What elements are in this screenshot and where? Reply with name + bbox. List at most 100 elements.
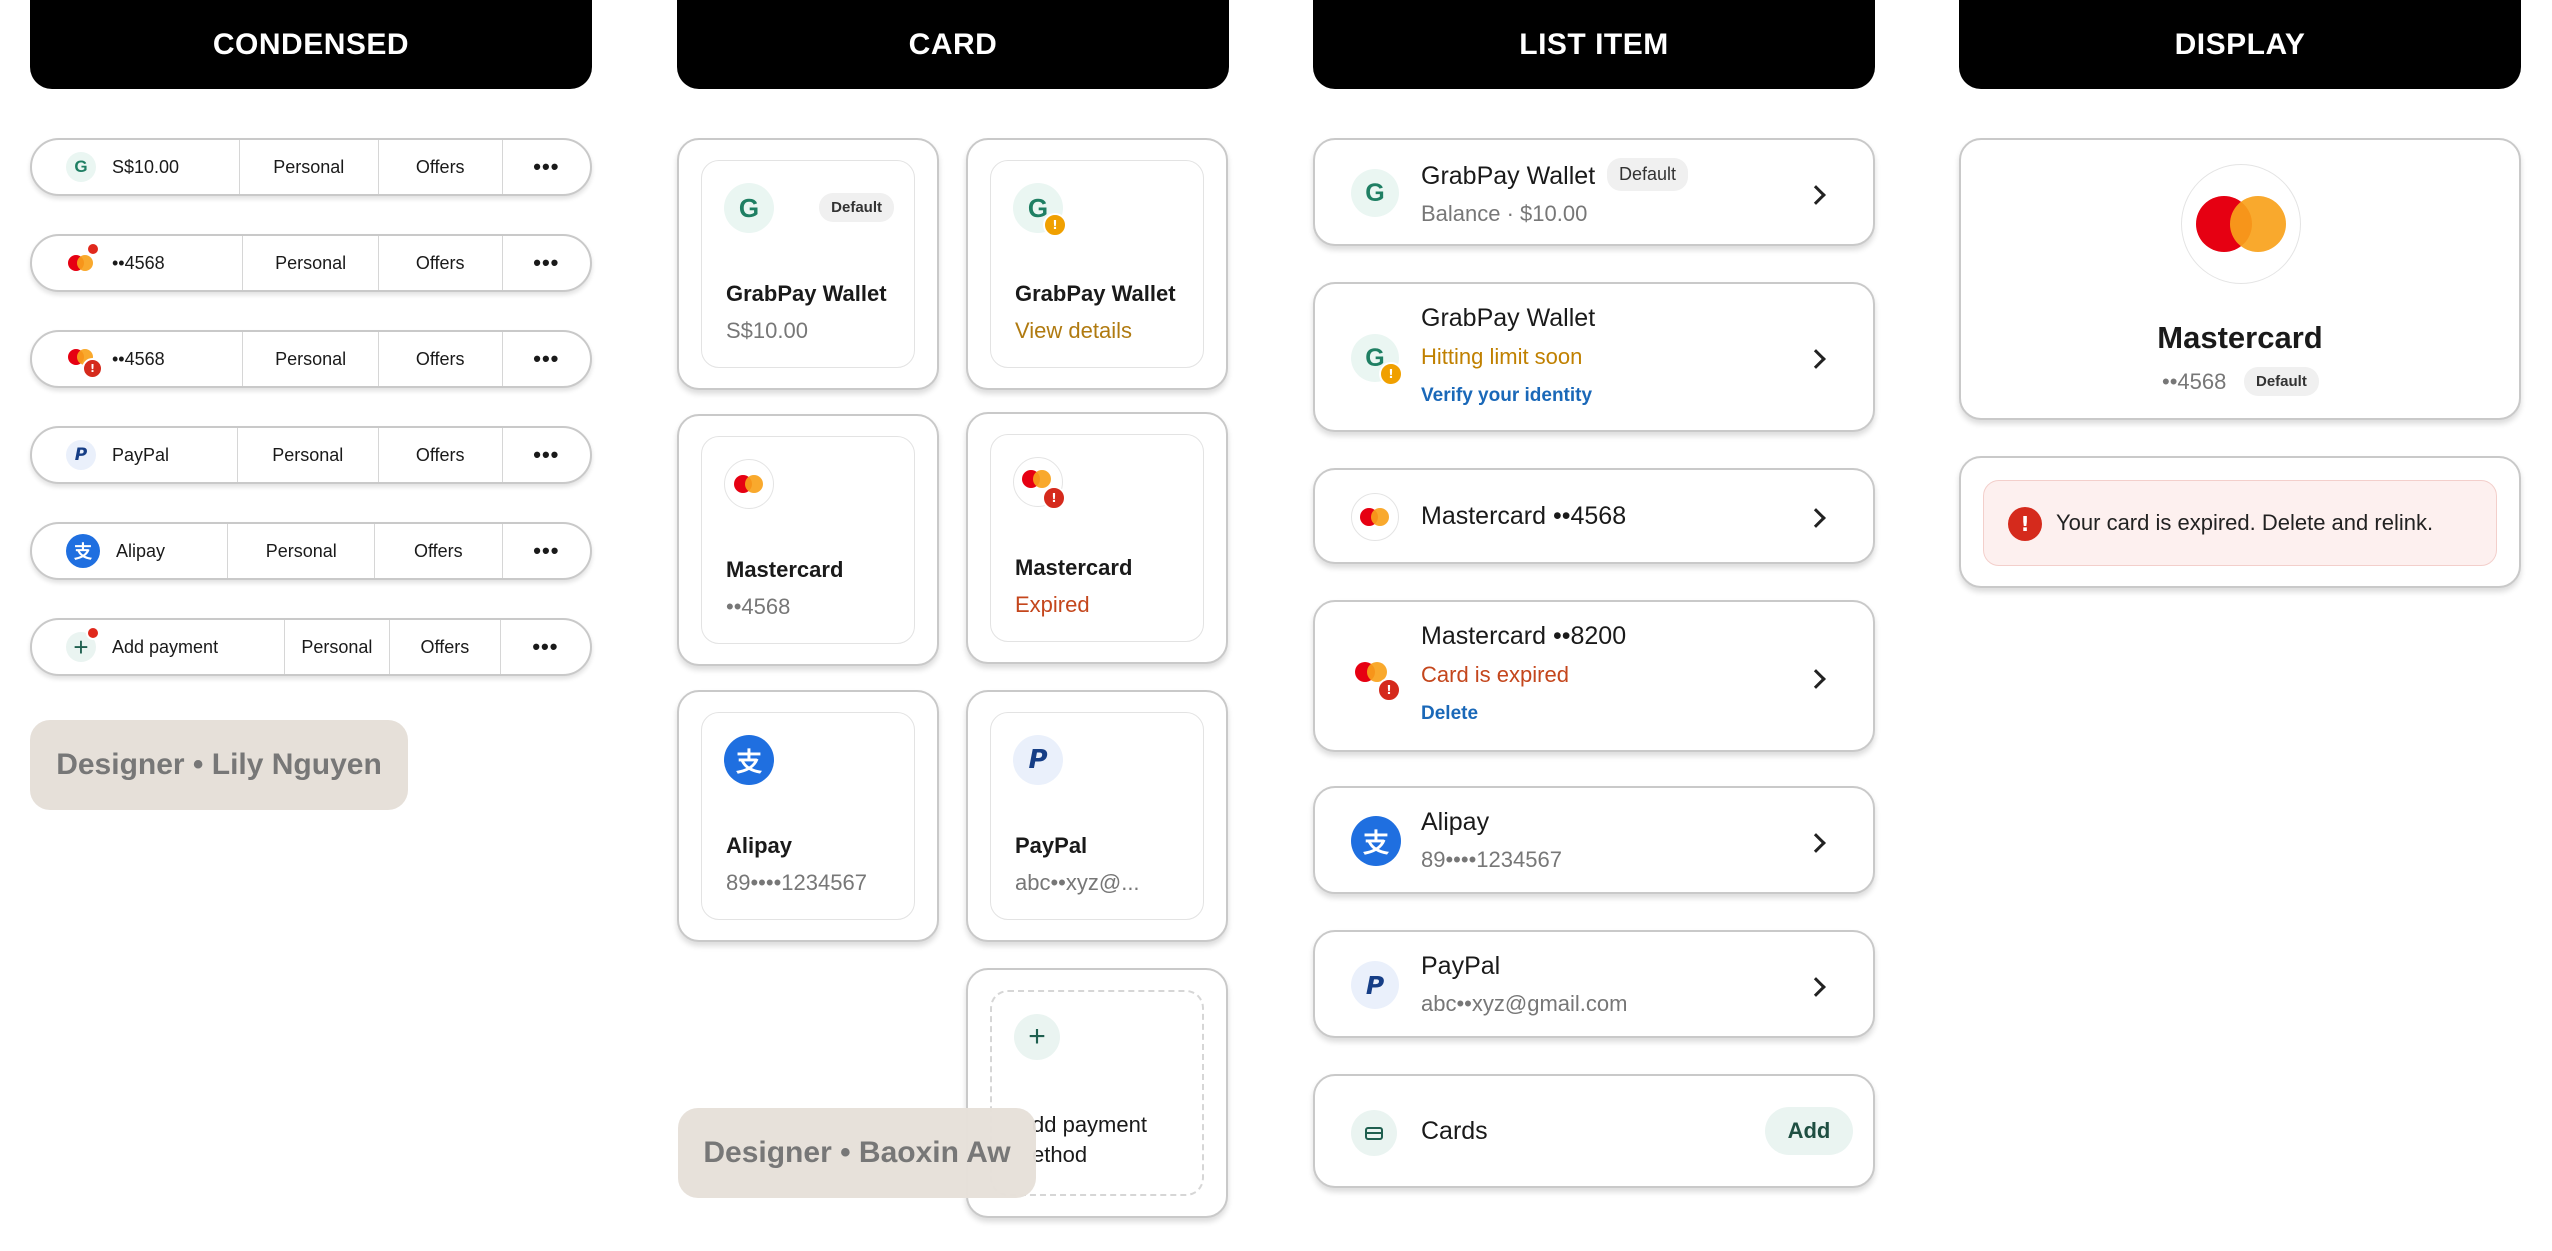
chevron-right-icon [1806, 669, 1826, 689]
card-email: abc••xyz@... [1015, 870, 1140, 895]
list-item-email: abc••xyz@gmail.com [1421, 991, 1628, 1016]
mastercard-icon [724, 459, 774, 509]
card-status-expired: Expired [1015, 592, 1090, 617]
mastercard-icon: ! [1013, 457, 1066, 510]
condensed-personal[interactable]: Personal [242, 236, 377, 290]
verify-identity-link[interactable]: Verify your identity [1421, 385, 1593, 406]
grabpay-icon: G ! [1351, 334, 1403, 386]
card-title: PayPal [1015, 833, 1088, 858]
list-item-title: Mastercard ••8200 [1421, 622, 1627, 650]
expired-alert-container: ! Your card is expired. Delete and relin… [1959, 456, 2521, 588]
condensed-offers[interactable]: Offers [377, 332, 502, 386]
card-tile-paypal[interactable]: P PayPal abc••xyz@... [966, 690, 1228, 942]
list-item-balance: Balance · $10.00 [1421, 201, 1588, 226]
condensed-offers[interactable]: Offers [373, 524, 502, 578]
plus-icon: + [1014, 1014, 1060, 1060]
condensed-personal[interactable]: Personal [242, 332, 377, 386]
condensed-alipay: Alipay [116, 540, 166, 561]
list-item-number: 89••••1234567 [1421, 847, 1562, 872]
expired-alert: ! Your card is expired. Delete and relin… [1983, 480, 2497, 566]
more-icon[interactable]: ••• [501, 524, 590, 578]
list-item-title: GrabPay Wallet [1421, 162, 1596, 190]
add-card-button[interactable]: Add [1765, 1107, 1853, 1155]
more-icon[interactable]: ••• [501, 332, 590, 386]
condensed-personal[interactable]: Personal [236, 428, 378, 482]
error-badge-icon: ! [2008, 507, 2042, 541]
header-list-item: LIST ITEM [1313, 0, 1875, 89]
grabpay-icon: G [724, 183, 774, 233]
header-display: DISPLAY [1959, 0, 2521, 89]
card-number: ••4568 [726, 594, 791, 619]
card-tile-alipay[interactable]: 支 Alipay 89••••1234567 [677, 690, 939, 942]
card-tile-grabpay-warning[interactable]: G ! GrabPay Wallet View details [966, 138, 1228, 390]
condensed-card-number: ••4568 [112, 252, 165, 273]
list-item-title: Alipay [1421, 808, 1490, 836]
list-item-mastercard[interactable]: Mastercard ••4568 [1313, 468, 1875, 564]
more-icon[interactable]: ••• [499, 620, 590, 674]
card-title: GrabPay Wallet [726, 281, 887, 306]
error-badge-icon: ! [1042, 486, 1066, 510]
header-condensed: CONDENSED [30, 0, 592, 89]
view-details-link[interactable]: View details [1015, 318, 1132, 343]
expired-alert-text: Your card is expired. Delete and relink. [2056, 510, 2434, 535]
card-tile-grabpay[interactable]: G Default GrabPay Wallet S$10.00 [677, 138, 939, 390]
condensed-offers[interactable]: Offers [377, 428, 502, 482]
grabpay-icon: G ! [1013, 183, 1067, 237]
card-tile-mastercard[interactable]: Mastercard ••4568 [677, 414, 939, 666]
condensed-row-mastercard[interactable]: ••4568 Personal Offers ••• [30, 234, 592, 292]
plus-icon: + [66, 626, 100, 662]
display-card[interactable]: Mastercard ••4568 Default [1959, 138, 2521, 420]
condensed-personal[interactable]: Personal [238, 140, 378, 194]
list-item-cards[interactable]: Cards Add [1313, 1074, 1875, 1188]
more-icon[interactable]: ••• [501, 236, 590, 290]
more-icon[interactable]: ••• [501, 140, 590, 194]
designer-label-lily: Designer • Lily Nguyen [30, 720, 408, 810]
card-title: GrabPay Wallet [1015, 281, 1176, 306]
condensed-row-alipay[interactable]: 支 Alipay Personal Offers ••• [30, 522, 592, 580]
list-item-grabpay[interactable]: G GrabPay Wallet Default Balance · $10.0… [1313, 138, 1875, 246]
list-item-warning: Hitting limit soon [1421, 344, 1583, 369]
grabpay-icon: G [66, 152, 96, 182]
mastercard-icon [1351, 493, 1399, 541]
condensed-personal[interactable]: Personal [283, 620, 389, 674]
alipay-icon: 支 [724, 735, 774, 785]
paypal-icon: P [66, 440, 96, 470]
list-item-mastercard-expired[interactable]: ! Mastercard ••8200 Card is expired Dele… [1313, 600, 1875, 752]
card-icon [1351, 1110, 1397, 1156]
condensed-balance: S$10.00 [112, 156, 180, 177]
condensed-row-paypal[interactable]: P PayPal Personal Offers ••• [30, 426, 592, 484]
list-item-title: Mastercard ••4568 [1421, 502, 1627, 530]
condensed-row-add-payment[interactable]: + Add payment Personal Offers ••• [30, 618, 592, 676]
condensed-paypal: PayPal [112, 444, 170, 465]
chevron-right-icon [1806, 508, 1826, 528]
add-payment-label-line1: dd payment [1032, 1112, 1147, 1137]
condensed-personal[interactable]: Personal [227, 524, 374, 578]
notification-dot-icon [86, 242, 100, 256]
delete-link[interactable]: Delete [1421, 703, 1479, 724]
more-icon[interactable]: ••• [501, 428, 590, 482]
condensed-add-payment: Add payment [112, 636, 219, 657]
condensed-row-grabpay[interactable]: G S$10.00 Personal Offers ••• [30, 138, 592, 196]
warning-badge-icon: ! [1379, 362, 1403, 386]
condensed-offers[interactable]: Offers [377, 236, 502, 290]
condensed-offers[interactable]: Offers [377, 140, 502, 194]
paypal-icon: P [1013, 735, 1063, 785]
chevron-right-icon [1806, 977, 1826, 997]
error-badge-icon: ! [82, 358, 103, 379]
default-badge: Default [2244, 367, 2319, 396]
condensed-offers[interactable]: Offers [388, 620, 500, 674]
mastercard-icon: ! [66, 344, 103, 379]
designer-label-baoxin: Designer • Baoxin Aw [678, 1108, 1036, 1198]
card-tile-mastercard-expired[interactable]: ! Mastercard Expired [966, 412, 1228, 664]
list-item-paypal[interactable]: P PayPal abc••xyz@gmail.com [1313, 930, 1875, 1038]
add-payment-label-line2: ethod [1032, 1142, 1088, 1167]
mastercard-icon: ! [1351, 652, 1401, 702]
chevron-right-icon [1806, 833, 1826, 853]
condensed-row-mastercard-expired[interactable]: ! ••4568 Personal Offers ••• [30, 330, 592, 388]
paypal-icon: P [1351, 961, 1399, 1009]
error-badge-icon: ! [1377, 678, 1401, 702]
card-balance: S$10.00 [726, 318, 808, 343]
list-item-alipay[interactable]: 支 Alipay 89••••1234567 [1313, 786, 1875, 894]
alipay-icon: 支 [1351, 816, 1401, 866]
list-item-grabpay-warning[interactable]: G ! GrabPay Wallet Hitting limit soon Ve… [1313, 282, 1875, 432]
